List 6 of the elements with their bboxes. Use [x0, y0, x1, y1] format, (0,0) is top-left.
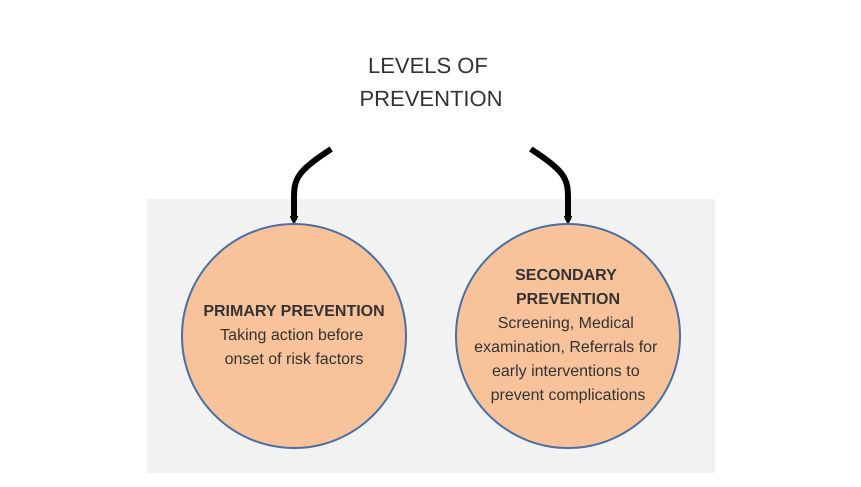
cluster [146, 198, 714, 472]
node-circle [454, 222, 680, 448]
node-text: LEVELS OF PREVENTION [358, 52, 502, 110]
node-circle [180, 222, 406, 448]
arrow [528, 146, 572, 224]
arrow [289, 146, 332, 224]
